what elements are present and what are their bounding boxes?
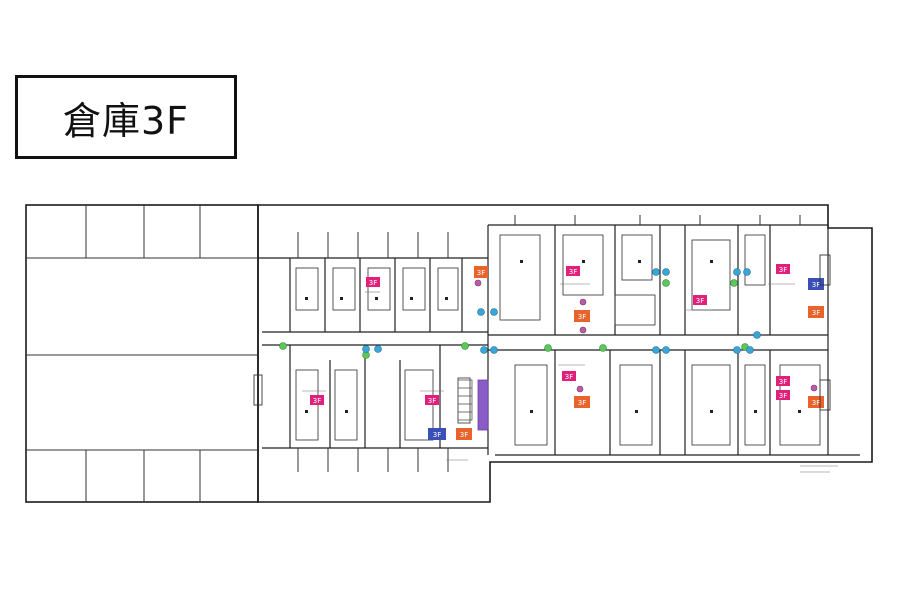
- room-tag: 3F: [366, 277, 380, 287]
- svg-text:3F: 3F: [428, 397, 436, 405]
- svg-text:3F: 3F: [812, 281, 820, 289]
- svg-text:3F: 3F: [477, 269, 485, 277]
- svg-text:3F: 3F: [460, 431, 468, 439]
- equipment-tag: 3F: [808, 278, 824, 290]
- equipment-tag: 3F: [456, 428, 472, 440]
- equipment-tag: 3F: [574, 396, 590, 408]
- svg-text:3F: 3F: [369, 279, 377, 287]
- cyan-markers: [362, 268, 761, 354]
- equipment-tag: 3F: [808, 396, 824, 408]
- svg-text:3F: 3F: [569, 268, 577, 276]
- room-tag: 3F: [566, 266, 580, 276]
- pillars: [305, 260, 801, 413]
- svg-text:3F: 3F: [578, 399, 586, 407]
- svg-text:3F: 3F: [696, 297, 704, 305]
- right-doors: [253, 254, 831, 411]
- room-tag: 3F: [776, 376, 790, 386]
- svg-text:3F: 3F: [313, 397, 321, 405]
- room-tag: 3F: [776, 390, 790, 400]
- svg-text:3F: 3F: [578, 313, 586, 321]
- floor-title-box: 倉庫3F: [15, 75, 237, 159]
- room-tag: 3F: [425, 395, 439, 405]
- svg-text:3F: 3F: [812, 309, 820, 317]
- svg-text:3F: 3F: [779, 392, 787, 400]
- svg-text:3F: 3F: [812, 399, 820, 407]
- equipment-tag: 3F: [574, 310, 590, 322]
- equipment-tag: 3F: [474, 266, 488, 278]
- svg-text:3F: 3F: [565, 373, 573, 381]
- svg-text:3F: 3F: [433, 431, 441, 439]
- inner-walls: [258, 224, 860, 456]
- room-tag: 3F: [310, 395, 324, 405]
- equipment-tag: 3F: [428, 428, 446, 440]
- stairs: [457, 379, 489, 431]
- left-wing: [25, 204, 259, 503]
- svg-text:3F: 3F: [779, 378, 787, 386]
- svg-text:3F: 3F: [779, 266, 787, 274]
- room-tag: 3F: [693, 295, 707, 305]
- floor-title: 倉庫3F: [62, 98, 190, 143]
- room-boxes: [295, 234, 821, 446]
- wall-ticks: [297, 215, 801, 472]
- building-outline: [25, 204, 873, 503]
- left-wing-bays: [26, 205, 258, 502]
- equipment-tag: 3F: [808, 306, 824, 318]
- room-tag: 3F: [562, 371, 576, 381]
- main-body: [257, 204, 873, 503]
- green-markers: [279, 279, 749, 359]
- room-tag: 3F: [776, 264, 790, 274]
- purple-markers: [474, 279, 818, 393]
- room-tags: 3F 3F 3F 3F 3F 3F 3F 3F: [310, 264, 790, 405]
- tiny-annotations: [302, 283, 838, 473]
